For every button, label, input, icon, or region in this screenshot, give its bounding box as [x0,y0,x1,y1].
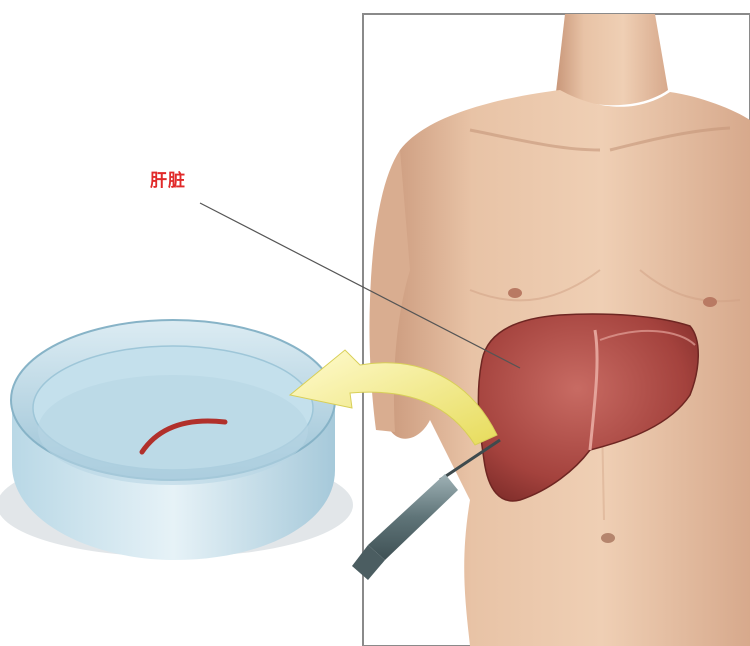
liver-label: 肝脏 [150,166,186,191]
navel [601,533,615,543]
nipple-right [703,297,717,307]
petri-dish [0,320,353,560]
nipple-left [508,288,522,298]
torso-panel [363,14,750,646]
